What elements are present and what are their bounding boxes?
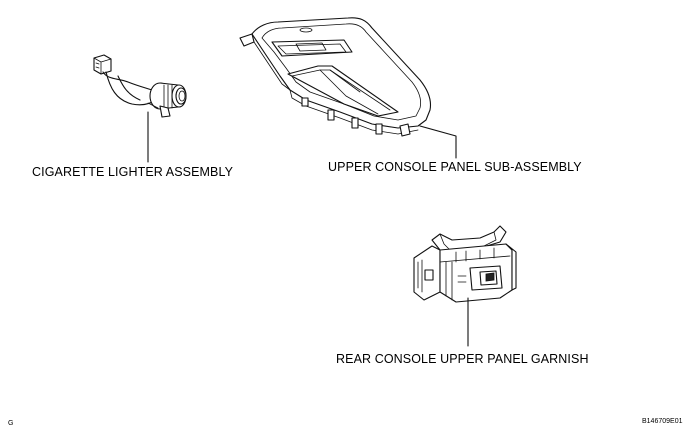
label-rear-console-garnish: REAR CONSOLE UPPER PANEL GARNISH bbox=[336, 352, 589, 366]
leader-line-upper-console bbox=[419, 125, 457, 159]
corner-mark-left: G bbox=[8, 420, 14, 427]
upper-console-panel-drawing bbox=[239, 17, 432, 137]
label-cigarette-lighter: CIGARETTE LIGHTER ASSEMBLY bbox=[32, 165, 234, 179]
label-upper-console-panel: UPPER CONSOLE PANEL SUB-ASSEMBLY bbox=[328, 160, 582, 174]
rear-console-garnish-drawing bbox=[413, 225, 517, 303]
cigarette-lighter-drawing bbox=[93, 54, 187, 118]
figure-code: B146709E01 bbox=[642, 418, 683, 425]
